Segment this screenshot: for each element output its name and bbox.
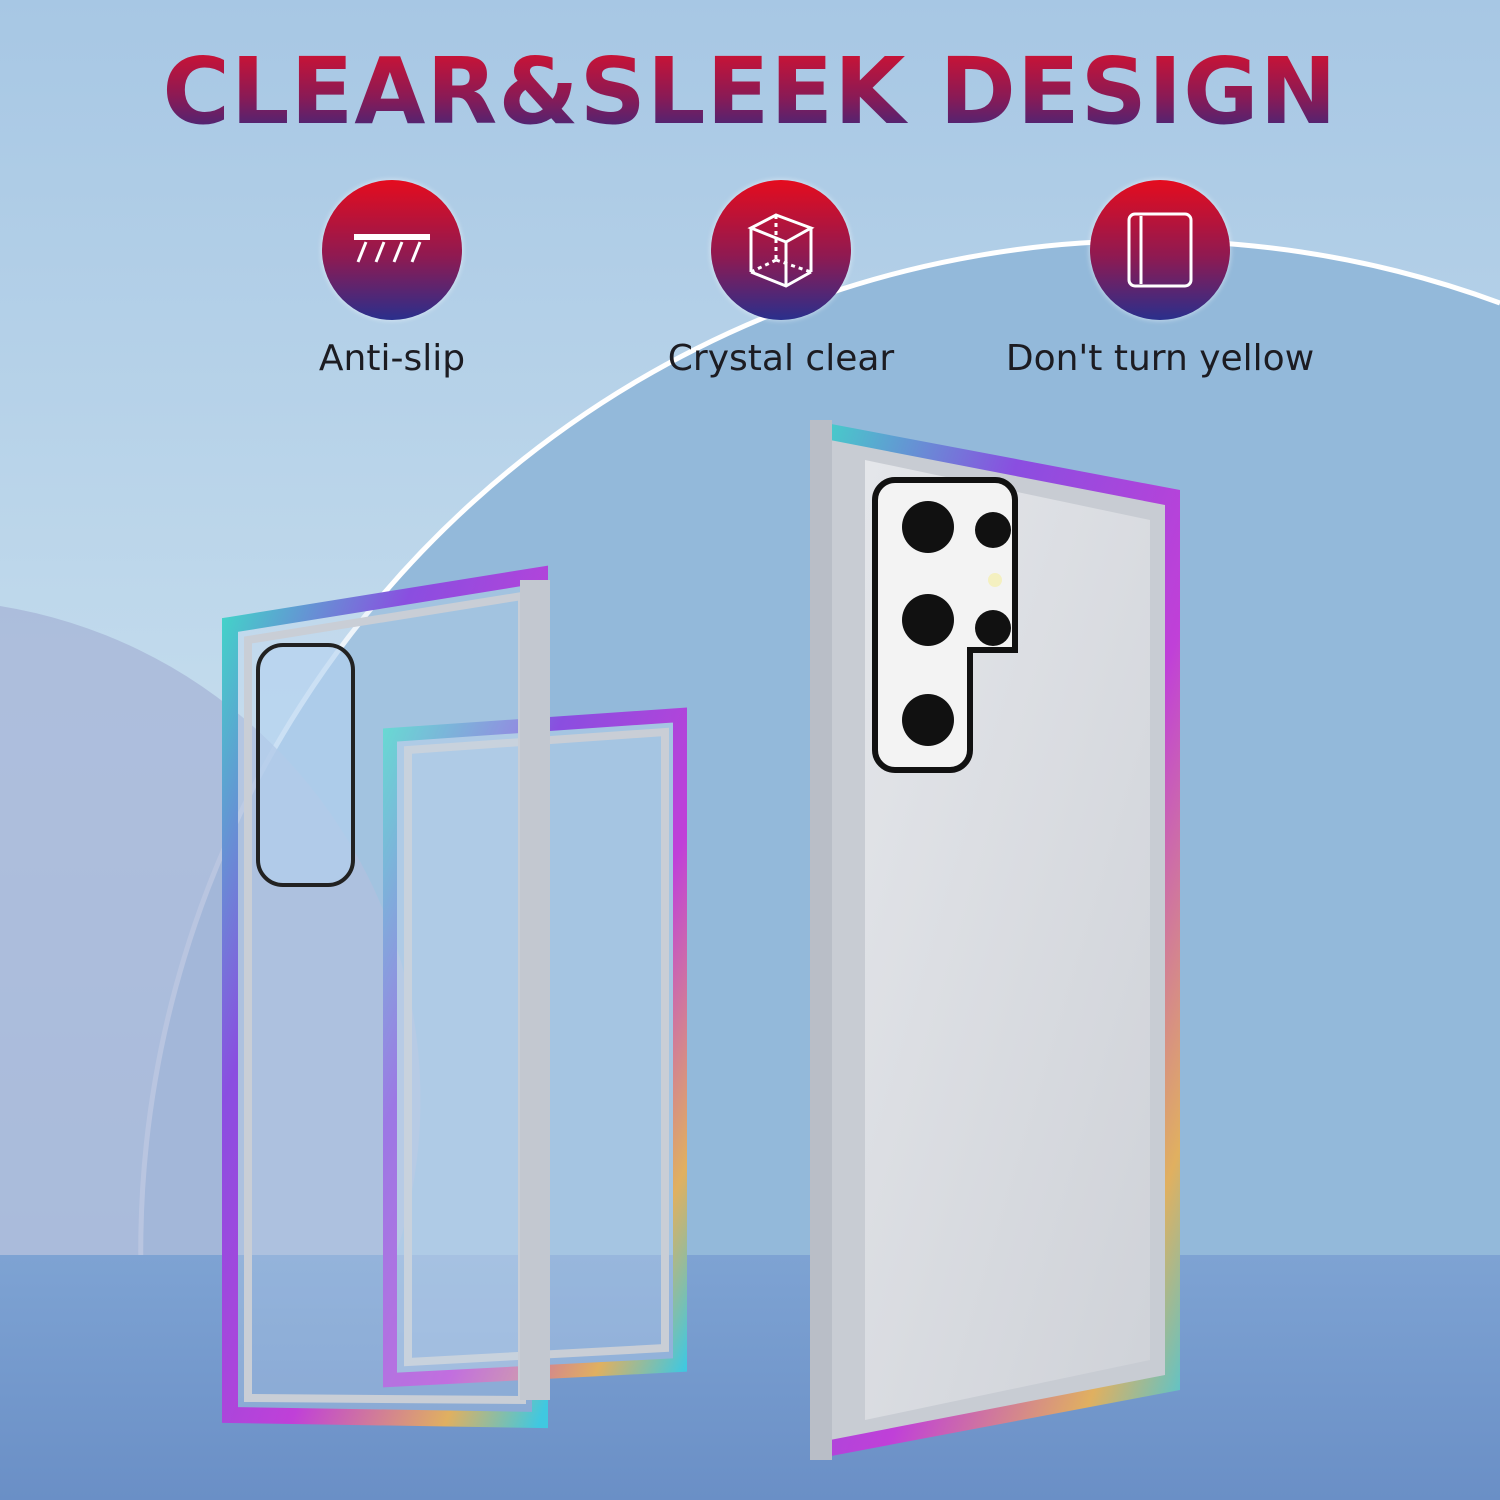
feature-anti-slip: Anti-slip bbox=[232, 180, 552, 379]
cube-icon bbox=[711, 180, 851, 320]
phone-case-open-view bbox=[222, 565, 550, 1429]
anti-slip-icon bbox=[322, 180, 462, 320]
feature-dont-turn-yellow: Don't turn yellow bbox=[1000, 180, 1320, 379]
feature-label: Don't turn yellow bbox=[1005, 338, 1315, 379]
case-icon bbox=[1090, 180, 1230, 320]
phone-in-case bbox=[810, 420, 1180, 1460]
feature-label: Anti-slip bbox=[318, 338, 466, 379]
feature-crystal-clear: Crystal clear bbox=[621, 180, 941, 379]
feature-label: Crystal clear bbox=[667, 338, 895, 379]
page-title: CLEAR&SLEEK DESIGN bbox=[0, 38, 1500, 145]
